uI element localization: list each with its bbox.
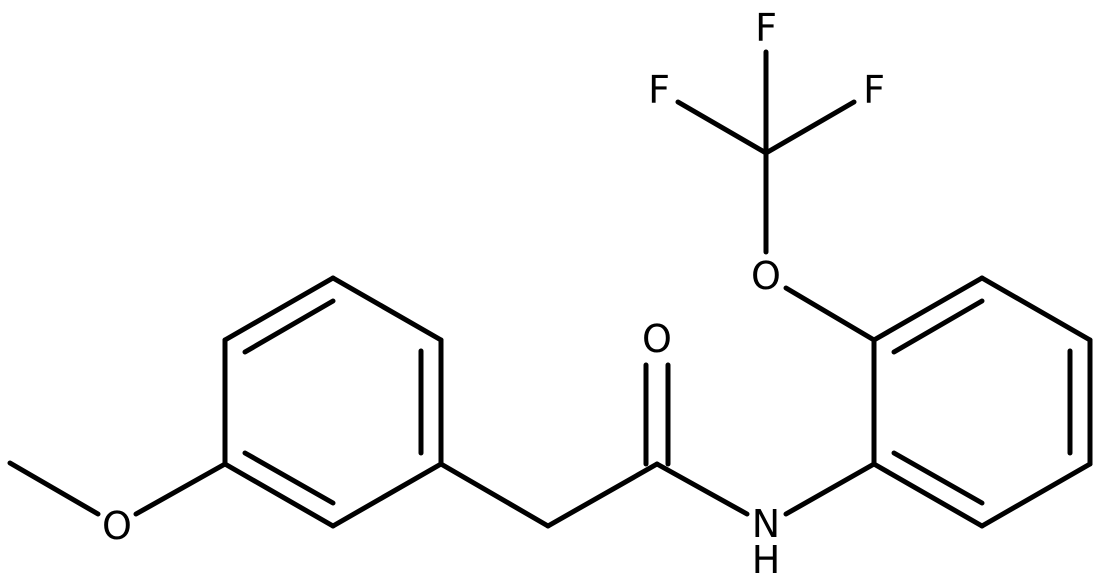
atom-o-ether: O [751,254,781,298]
trifluoromethoxyphenyl-ring [871,275,1093,529]
bond-n-to-ring [783,461,877,517]
bond [330,275,444,343]
methoxyphenyl-ring [222,275,444,529]
atom-f-right: F [863,68,885,112]
atom-f-top: F [755,6,777,50]
double-bond-inner [891,298,985,355]
double-bond-inner [891,450,985,506]
bond [222,275,336,343]
atom-n-amide: N [752,502,780,546]
bond [330,461,444,529]
bond [871,275,985,343]
bond-c-to-f-right [763,99,857,156]
atom-o-carbonyl: O [642,317,672,361]
bond [979,275,1093,343]
bond-ring-to-ch2 [438,461,551,529]
bond [222,461,336,529]
bond [979,461,1093,529]
bond-ch2-to-carbonyl [545,461,660,529]
double-bond-inner [242,298,336,355]
bond-c-to-f-left [675,99,769,156]
bond-methoxy-o-to-methyl [7,460,101,517]
bond-carbonyl-to-n [654,461,750,517]
atom-h-amide: H [752,538,781,582]
bond-ring-to-methoxy-o [133,461,228,517]
bond-ring-to-o [783,285,877,343]
bond [871,461,985,529]
atom-o-methoxy: O [102,504,132,548]
atom-f-left: F [648,68,670,112]
double-bond-inner [242,450,336,506]
